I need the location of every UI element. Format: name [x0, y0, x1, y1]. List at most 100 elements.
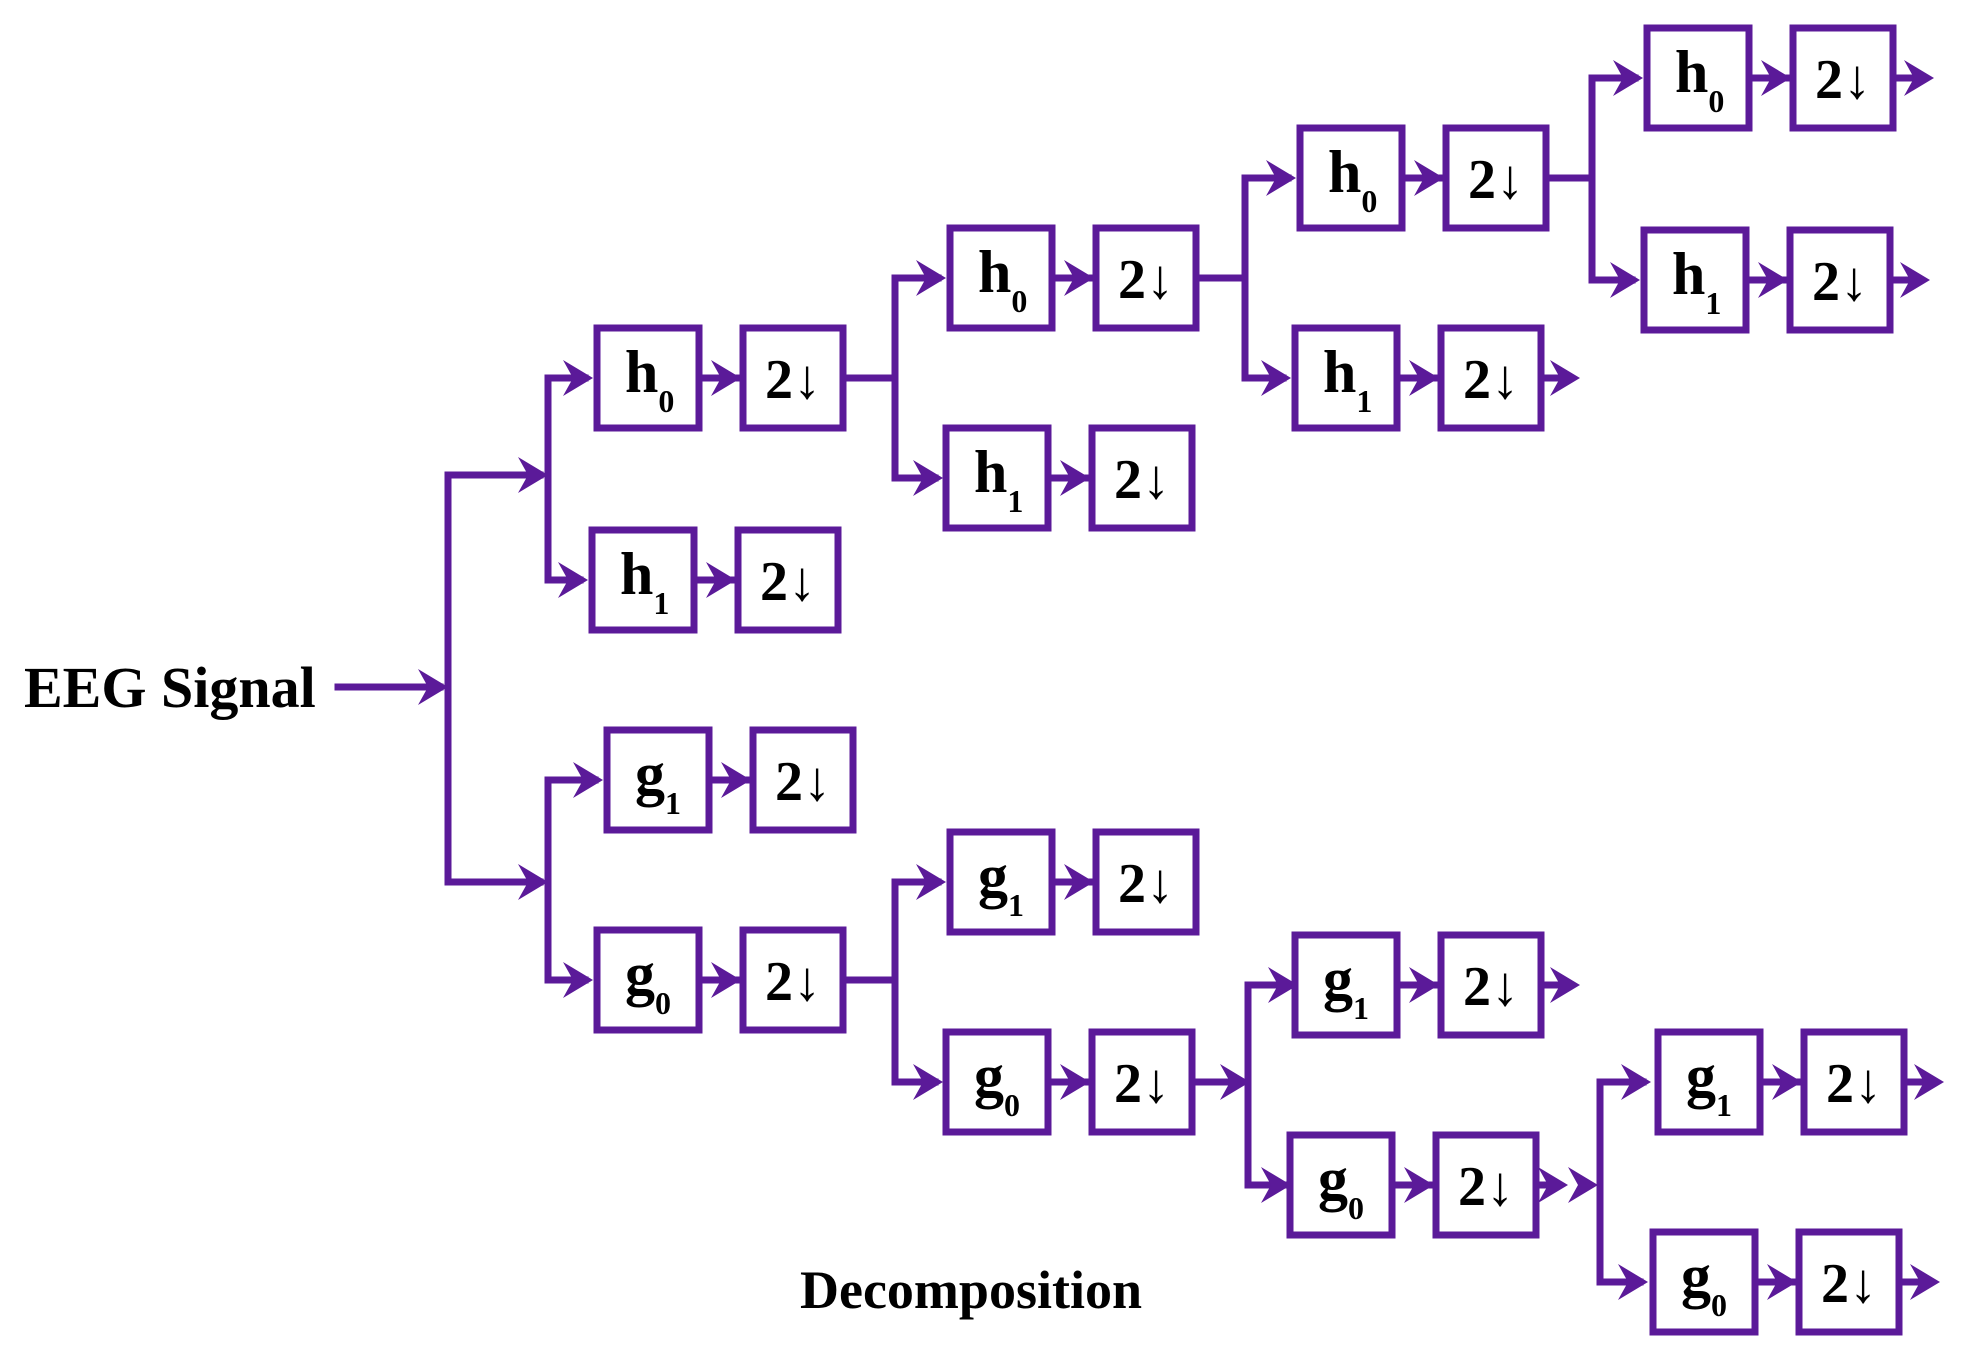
- downsample-box: [1786, 226, 1894, 334]
- input-arrowhead: [418, 669, 448, 705]
- filter-g1-subscript: 1: [1353, 990, 1369, 1026]
- arrowhead: [1568, 1167, 1598, 1203]
- arrowhead: [916, 260, 946, 296]
- filter-g1-subscript: 1: [1008, 887, 1024, 923]
- downsample-label: 2↓: [765, 951, 821, 1013]
- filter-g1-letter: g: [1323, 946, 1353, 1012]
- arrowhead: [1064, 260, 1094, 296]
- filter-g1-letter: g: [1686, 1043, 1716, 1109]
- downsample-label: 2↓: [775, 751, 831, 813]
- filter-g0-subscript: 0: [655, 985, 671, 1021]
- downsample-label: 2↓: [1821, 1253, 1877, 1315]
- filter-h0-box: [1296, 124, 1406, 232]
- arrowhead: [1904, 60, 1934, 96]
- filter-g1-block: g1: [1291, 931, 1401, 1039]
- filter-g0-box: [593, 926, 703, 1034]
- downsample-block: 2↓: [739, 324, 847, 432]
- filter-h1-letter: h: [1672, 241, 1705, 307]
- downsample-block: 2↓: [1786, 226, 1894, 334]
- arrowhead: [563, 962, 593, 998]
- arrowhead: [1618, 1264, 1648, 1300]
- filter-h0-letter: h: [1328, 139, 1361, 205]
- arrowhead: [711, 360, 741, 396]
- arrowhead: [1266, 160, 1296, 196]
- arrowhead: [518, 864, 548, 900]
- downsample-block: 2↓: [734, 526, 842, 634]
- downsample-block: 2↓: [1437, 931, 1545, 1039]
- filter-g0-label: g0: [1681, 1243, 1727, 1323]
- filter-h0-block: h0: [593, 324, 703, 432]
- arrowhead: [518, 457, 548, 493]
- filter-h1-block: h1: [1291, 324, 1401, 432]
- downsample-label: 2↓: [1118, 249, 1174, 311]
- filter-g1-subscript: 1: [1716, 1087, 1732, 1123]
- downsample-block: 2↓: [1088, 424, 1196, 532]
- arrowhead: [1220, 1064, 1250, 1100]
- downsample-block: 2↓: [1437, 324, 1545, 432]
- filter-h0-subscript: 0: [1011, 283, 1027, 319]
- arrowhead: [721, 762, 751, 798]
- filter-h1-label: h1: [1672, 241, 1721, 321]
- filter-h0-subscript: 0: [658, 383, 674, 419]
- downsample-box: [1437, 931, 1545, 1039]
- downsample-block: 2↓: [1795, 1228, 1903, 1336]
- downsample-box: [1437, 324, 1545, 432]
- filter-h0-label: h0: [625, 339, 674, 419]
- downsample-block: 2↓: [1442, 124, 1550, 232]
- filter-h0-block: h0: [946, 224, 1056, 332]
- arrowheads: [418, 60, 1944, 1300]
- filter-g1-box: [1654, 1028, 1764, 1136]
- filter-h0-label: h0: [1675, 39, 1724, 119]
- filter-g1-box: [1291, 931, 1401, 1039]
- downsample-label: 2↓: [1815, 49, 1871, 111]
- downsample-box: [1442, 124, 1550, 232]
- filter-h1-subscript: 1: [1705, 285, 1721, 321]
- arrowhead: [558, 562, 588, 598]
- filter-g0-letter: g: [625, 941, 655, 1007]
- filter-g1-block: g1: [946, 828, 1056, 936]
- filter-g0-box: [942, 1028, 1052, 1136]
- input-signal-label: EEG Signal: [24, 655, 316, 720]
- filter-h0-letter: h: [625, 339, 658, 405]
- filter-g1-letter: g: [635, 741, 665, 807]
- filter-h0-block: h0: [1296, 124, 1406, 232]
- filter-h1-letter: h: [620, 541, 653, 607]
- filter-h0-label: h0: [1328, 139, 1377, 219]
- arrowhead: [1268, 967, 1298, 1003]
- downsample-label: 2↓: [1458, 1156, 1514, 1218]
- downsample-label: 2↓: [1463, 349, 1519, 411]
- filter-g1-label: g1: [1323, 946, 1369, 1026]
- downsample-block: 2↓: [749, 726, 857, 834]
- downsample-label: 2↓: [1826, 1053, 1882, 1115]
- arrowhead: [1914, 1064, 1944, 1100]
- arrowhead: [563, 360, 593, 396]
- filter-h0-letter: h: [978, 239, 1011, 305]
- filter-g1-letter: g: [978, 843, 1008, 909]
- arrowhead: [706, 562, 736, 598]
- downsample-label: 2↓: [1463, 956, 1519, 1018]
- downsample-box: [1432, 1131, 1540, 1239]
- arrowhead: [1758, 262, 1788, 298]
- arrowhead: [916, 864, 946, 900]
- filter-g0-box: [1649, 1228, 1759, 1336]
- arrowhead: [1064, 864, 1094, 900]
- filter-g1-block: g1: [603, 726, 713, 834]
- filter-g0-subscript: 0: [1004, 1087, 1020, 1123]
- downsample-label: 2↓: [1118, 853, 1174, 915]
- arrowhead: [573, 762, 603, 798]
- downsample-box: [1092, 224, 1200, 332]
- downsample-label: 2↓: [1114, 449, 1170, 511]
- arrowhead: [1767, 1264, 1797, 1300]
- arrowhead: [1900, 262, 1930, 298]
- filter-h0-label: h0: [978, 239, 1027, 319]
- arrowhead: [1550, 967, 1580, 1003]
- filter-h1-letter: h: [974, 439, 1007, 505]
- downsample-block: 2↓: [1800, 1028, 1908, 1136]
- filter-g1-label: g1: [1686, 1043, 1732, 1123]
- downsample-box: [1789, 24, 1897, 132]
- filter-g0-letter: g: [1681, 1243, 1711, 1309]
- downsample-label: 2↓: [1812, 251, 1868, 313]
- downsample-box: [739, 324, 847, 432]
- downsample-box: [1088, 424, 1196, 532]
